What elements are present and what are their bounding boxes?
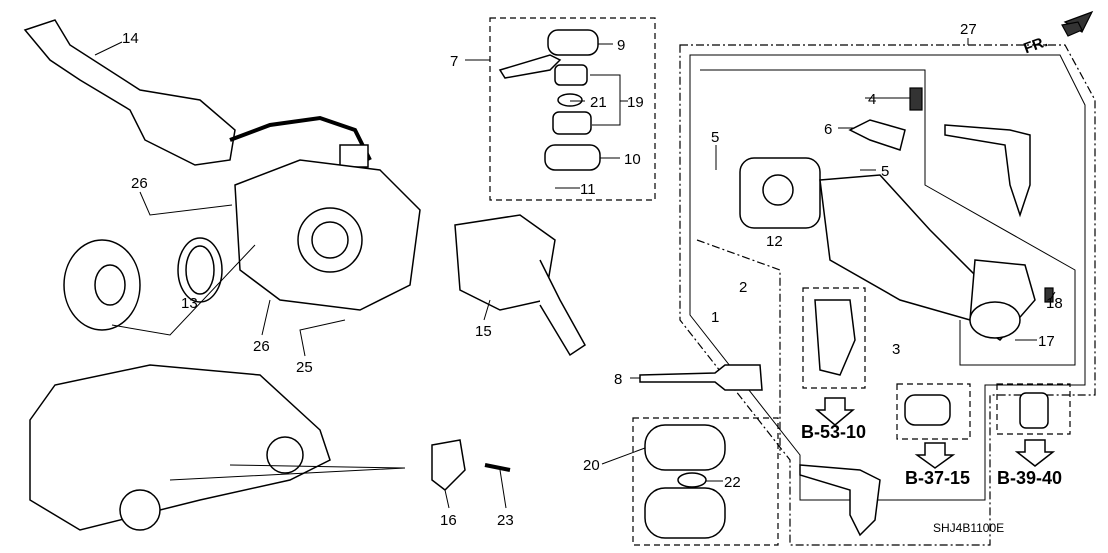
key-blade-part (498, 54, 562, 79)
callout-11: 11 (580, 181, 596, 198)
callout-9: 9 (617, 37, 625, 54)
remote-group-frame (632, 417, 779, 546)
sensor-part (431, 439, 466, 491)
callout-25: 25 (296, 359, 313, 376)
battery-part (677, 472, 707, 488)
key-head-part (547, 29, 599, 56)
callout-21: 21 (590, 94, 607, 111)
callout-20: 20 (583, 457, 600, 474)
ref-box-3 (996, 383, 1071, 435)
callout-15: 15 (475, 323, 492, 340)
reference-link-b-53-10[interactable]: B-53-10 (801, 422, 866, 442)
switch-part (814, 299, 856, 376)
callout-1: 1 (711, 309, 719, 326)
reference-arrow-icon (814, 397, 856, 426)
front-direction-arrow-icon (1061, 21, 1083, 37)
callout-2: 2 (739, 279, 747, 296)
combination-switch-part (23, 19, 236, 166)
front-direction-label: FR. (1021, 33, 1050, 57)
callout-14: 14 (122, 30, 139, 47)
diagram-code: SHJ4B1100E (933, 521, 1004, 535)
callout-4: 4 (868, 91, 876, 108)
callout-5: 5 (881, 163, 889, 180)
ref-box-2 (896, 383, 971, 440)
callout-23: 23 (497, 512, 514, 529)
vehicle-illustration (29, 364, 331, 531)
callout-16: 16 (440, 512, 457, 529)
callout-19: 19 (627, 94, 644, 111)
callout-7: 7 (450, 53, 458, 70)
callout-17: 17 (1038, 333, 1055, 350)
lock-cylinder-part (904, 394, 951, 426)
key-part-8 (639, 364, 763, 391)
callout-13: 13 (181, 295, 198, 312)
callout-18: 18 (1046, 295, 1063, 312)
callout-5: 5 (711, 129, 719, 146)
steering-lock-part (819, 174, 991, 321)
reference-arrow-icon (1014, 439, 1056, 467)
assembly-frame-3 (700, 69, 1076, 366)
remote-part (644, 424, 726, 471)
ref-box-1 (802, 287, 866, 389)
callout-8: 8 (614, 371, 622, 388)
reference-arrow-icon (914, 442, 956, 469)
key-set-part (944, 124, 1031, 218)
key-set-part (799, 464, 881, 537)
callout-26: 26 (131, 175, 148, 192)
assembly-frame-1 (696, 239, 781, 455)
callout-27: 27 (960, 21, 977, 38)
callout-10: 10 (624, 151, 641, 168)
case-part (544, 144, 601, 171)
reference-link-b-39-40[interactable]: B-39-40 (997, 468, 1062, 488)
callout-26: 26 (253, 338, 270, 355)
connector-part (339, 144, 369, 168)
callout-12: 12 (766, 233, 783, 250)
key-fob-group-frame (489, 17, 656, 201)
callout-22: 22 (724, 474, 741, 491)
reference-link-b-37-15[interactable]: B-37-15 (905, 468, 970, 488)
battery-part (557, 93, 583, 107)
lock-cylinder-part (1019, 392, 1049, 429)
callout-3: 3 (892, 341, 900, 358)
bracket-part (848, 119, 906, 151)
bolt-part (909, 87, 923, 111)
callout-6: 6 (824, 121, 832, 138)
